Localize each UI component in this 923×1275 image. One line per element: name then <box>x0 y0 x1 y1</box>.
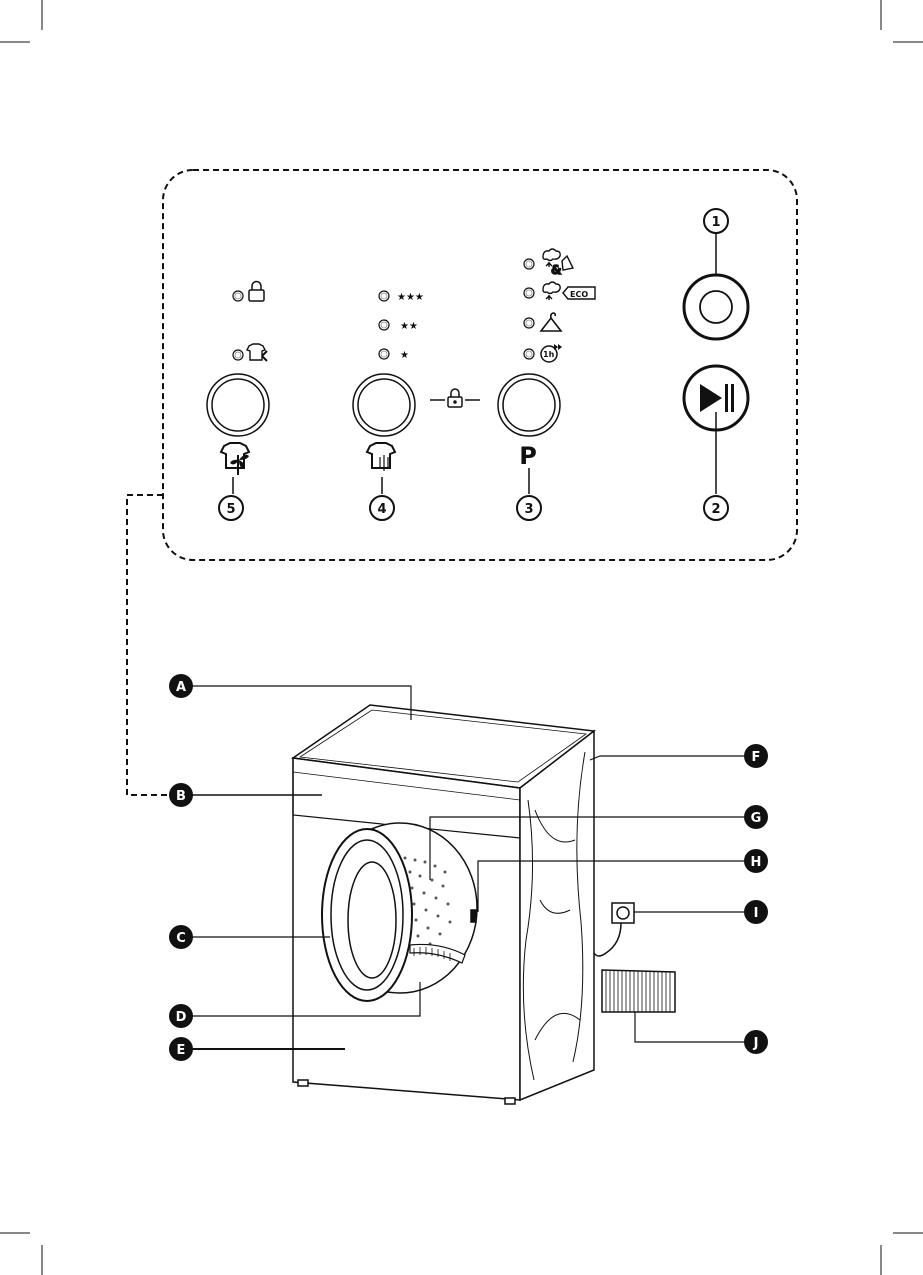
dryness-level-3: ★★★ <box>397 292 424 303</box>
label-d-text: D <box>176 1010 187 1025</box>
dryness-level-1: ★ <box>400 350 409 361</box>
label-a: A <box>169 674 193 698</box>
control-panel-frame <box>163 170 797 560</box>
indicator-led-cotton-eco <box>524 288 534 298</box>
cotton-mix-icon: & <box>543 249 573 277</box>
label-c: C <box>169 925 193 949</box>
indicator-led-iron-dry <box>379 349 389 359</box>
hanger-icon <box>541 313 561 331</box>
callout-5-text: 5 <box>226 502 235 517</box>
shirt-drying-icon <box>367 443 395 471</box>
program-column: & ECO 1h P 3 <box>498 249 595 520</box>
program-symbol: P <box>519 442 537 470</box>
dryness-level-2: ★★ <box>400 321 418 332</box>
dryness-knob[interactable] <box>353 374 415 436</box>
label-e: E <box>169 1037 193 1061</box>
label-h: H <box>744 849 768 873</box>
label-b: B <box>169 783 193 807</box>
callout-3-text: 3 <box>524 502 533 517</box>
lock-icon <box>249 282 264 302</box>
indicator-led-cotton-mix <box>524 259 534 269</box>
power-plug <box>612 903 634 923</box>
power-column: 1 2 <box>684 209 748 520</box>
label-i: I <box>744 900 768 924</box>
label-f: F <box>744 744 768 768</box>
lock-icon <box>448 389 462 407</box>
indicator-led-lock <box>233 291 243 301</box>
one-hour-label: 1h <box>543 350 555 359</box>
label-b-text: B <box>176 789 186 804</box>
label-j-text: J <box>753 1036 759 1051</box>
indicator-led-fast-1h <box>524 349 534 359</box>
indicator-led-cupboard-dry <box>379 320 389 330</box>
dryer-machine <box>293 705 675 1104</box>
panel-connector-line <box>127 495 168 795</box>
cotton-eco-icon: ECO <box>543 282 595 300</box>
label-c-text: C <box>176 931 186 946</box>
svg-text:&: & <box>551 263 561 277</box>
eco-label: ECO <box>570 290 588 299</box>
dryer-side <box>520 731 594 1100</box>
cool-down-column: 5 <box>207 282 269 521</box>
label-j: J <box>744 1030 768 1054</box>
label-f-text: F <box>752 750 761 765</box>
callout-4-text: 4 <box>377 502 386 517</box>
door-sensor <box>471 910 476 922</box>
label-e-text: E <box>177 1043 186 1058</box>
label-h-text: H <box>751 855 762 870</box>
dryness-column: ★★★ ★★ ★ 4 <box>353 291 424 520</box>
fast-1h-icon: 1h <box>541 344 562 362</box>
fan-icon <box>230 455 249 469</box>
indicator-led-extra-dry <box>379 291 389 301</box>
callout-2-text: 2 <box>711 502 720 517</box>
indicator-led-synthetics <box>524 318 534 328</box>
program-knob[interactable] <box>498 374 560 436</box>
label-i-text: I <box>754 906 759 921</box>
power-button[interactable] <box>684 275 748 339</box>
cool-down-knob[interactable] <box>207 374 269 436</box>
child-lock-indicator <box>430 389 480 407</box>
door-frame <box>322 829 412 1001</box>
label-a-text: A <box>176 680 186 695</box>
label-d: D <box>169 1004 193 1028</box>
indicator-led-cool-down <box>233 350 243 360</box>
callout-1-text: 1 <box>711 215 720 230</box>
exhaust-hose <box>602 970 675 1012</box>
label-g: G <box>744 805 768 829</box>
label-g-text: G <box>751 811 762 826</box>
shirt-fan-icon <box>247 344 267 361</box>
